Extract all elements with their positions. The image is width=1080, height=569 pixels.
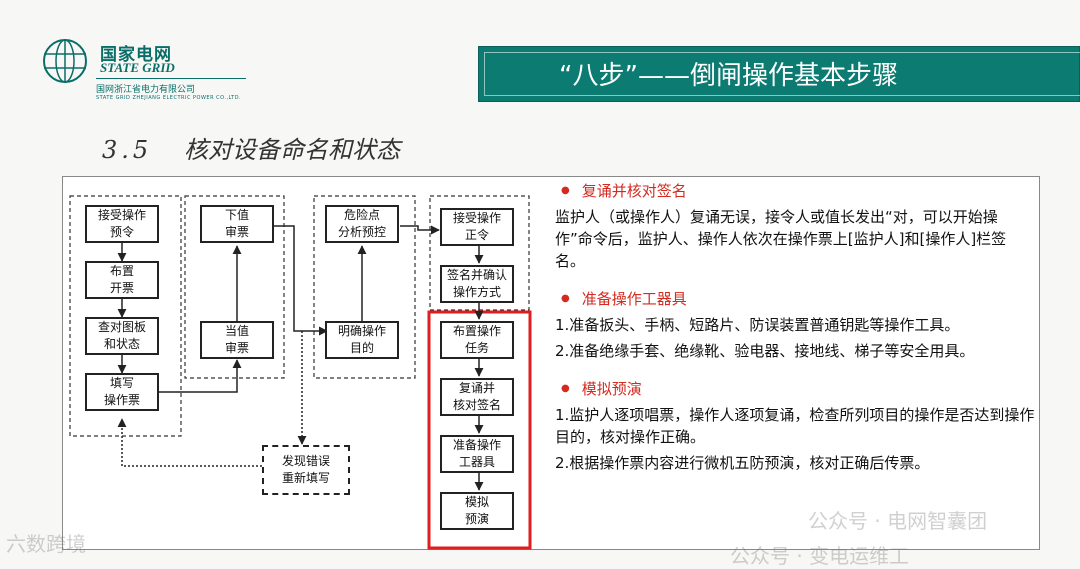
logo-en-text: STATE GRID <box>100 60 175 75</box>
flow-step-current-shift-review: 当值审票 <box>200 321 274 359</box>
title-banner: “八步”——倒闸操作基本步骤 <box>478 46 1080 102</box>
flow-step-check-board: 查对图板和状态 <box>85 317 159 355</box>
watermark-right-2: 公众号 · 变电运维工 <box>730 544 910 568</box>
text-prepare-tools-1: 1.准备扳头、手柄、短路片、防误装置普通钥匙等操作工具。 <box>555 316 960 334</box>
text-prepare-tools-2: 2.准备绝缘手套、绝缘靴、验电器、接地线、梯子等安全用具。 <box>555 342 975 360</box>
group-frame-1 <box>69 195 182 437</box>
bullet-dot: ● <box>561 383 570 394</box>
flow-step-fill-ticket: 填写操作票 <box>85 373 159 411</box>
flow-step-hazard-analysis: 危险点分析预控 <box>325 205 399 243</box>
group-frame-3 <box>313 195 416 379</box>
flow-step-receive-pre-order: 接受操作预令 <box>85 205 159 243</box>
heading-repeat-sign: ●复诵并核对签名 <box>561 182 687 200</box>
flow-step-clarify-purpose: 明确操作目的 <box>325 321 399 359</box>
explanation-column: ●复诵并核对签名 监护人（或操作人）复诵无误，接令人或值长发出“对，可以开始操作… <box>555 180 1035 478</box>
group-frame-2 <box>184 195 285 379</box>
flow-step-error-refill: 发现错误重新填写 <box>262 445 350 495</box>
globe-icon <box>43 39 87 83</box>
page-title: “八步”——倒闸操作基本步骤 <box>559 61 898 91</box>
flow-step-arrange-ticket: 布置开票 <box>85 261 159 299</box>
flow-step-simulate: 模拟预演 <box>440 492 514 530</box>
heading-prepare-tools: ●准备操作工器具 <box>561 290 687 308</box>
flow-step-next-shift-review: 下值审票 <box>200 205 274 243</box>
state-grid-logo: 国家电网 STATE GRID 国网浙江省电力有限公司 STATE GRID Z… <box>42 38 247 108</box>
heading-simulate: ●模拟预演 <box>561 380 642 398</box>
logo-company: 国网浙江省电力有限公司 <box>96 85 196 95</box>
section-title: 核对设备命名和状态 <box>184 136 400 164</box>
logo-company-en: STATE GRID ZHEJIANG ELECTRIC POWER CO.,L… <box>96 95 242 101</box>
flow-step-sign-confirm: 签名并确认操作方式 <box>440 265 514 303</box>
text-simulate-1: 1.监护人逐项唱票，操作人逐项复诵，检查所列项目的操作是否达到操作目的，核对操作… <box>555 406 1035 446</box>
watermark-left: 六数跨境 <box>6 532 86 556</box>
bullet-dot: ● <box>561 293 570 304</box>
section-heading: 3.5 核对设备命名和状态 <box>102 130 400 165</box>
logo-divider <box>96 78 246 79</box>
flow-step-prepare-tools: 准备操作工器具 <box>440 435 514 473</box>
flow-step-assign-task: 布置操作任务 <box>440 321 514 359</box>
text-repeat-sign: 监护人（或操作人）复诵无误，接令人或值长发出“对，可以开始操作”命令后，监护人、… <box>555 208 1007 270</box>
bullet-dot: ● <box>561 185 570 196</box>
section-number: 3.5 <box>102 136 153 164</box>
watermark-right-1: 公众号 · 电网智囊团 <box>808 509 988 533</box>
flowchart-connectors <box>69 195 532 550</box>
text-simulate-2: 2.根据操作票内容进行微机五防预演，核对正确后传票。 <box>555 454 930 472</box>
logo-cn-text: 国家电网 <box>100 45 172 65</box>
flow-step-receive-order: 接受操作正令 <box>440 208 514 246</box>
title-inner-frame <box>484 52 1080 96</box>
flow-step-repeat-sign: 复诵并核对签名 <box>440 378 514 416</box>
